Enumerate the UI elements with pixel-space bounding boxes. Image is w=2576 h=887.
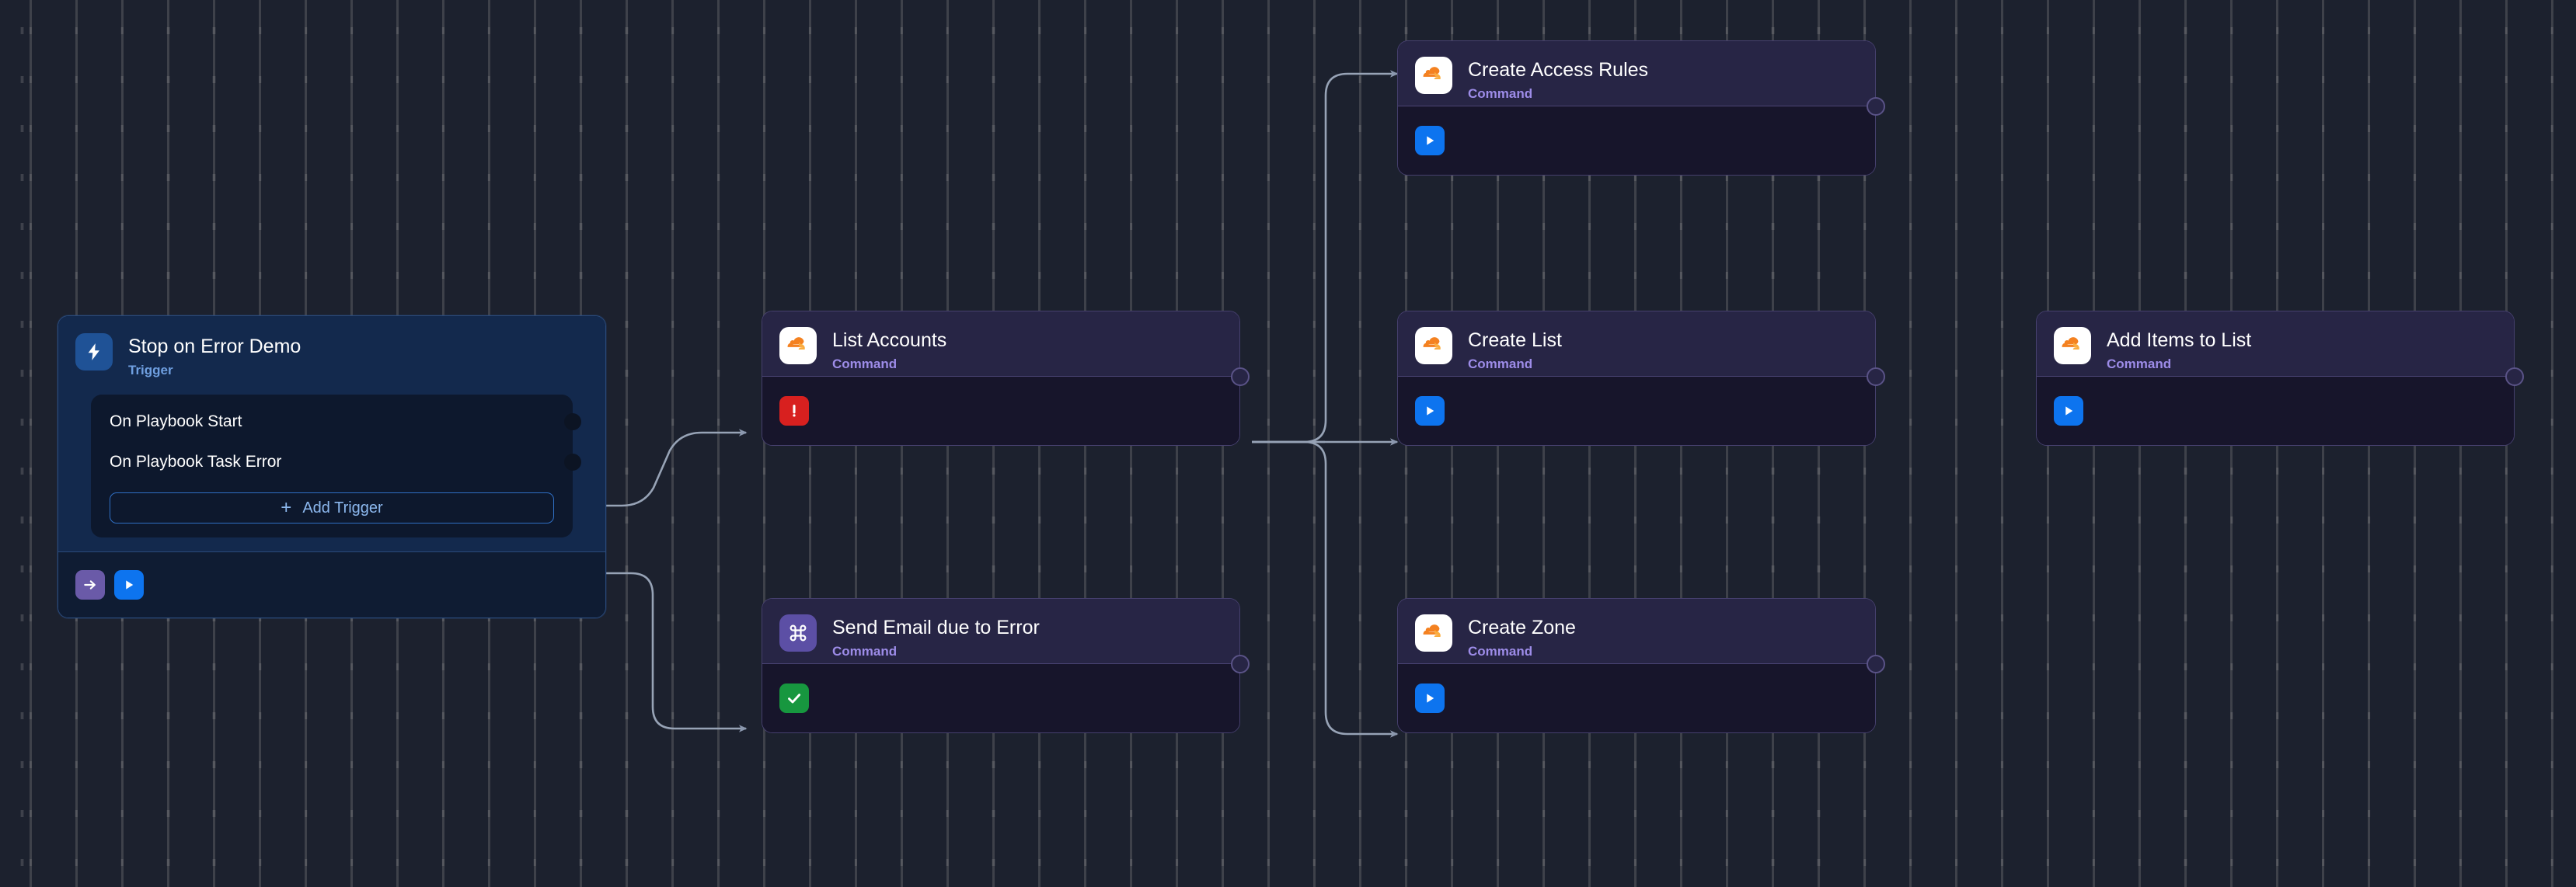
node-body	[2037, 377, 2514, 445]
cloudflare-icon	[1415, 327, 1452, 364]
node-title: Send Email due to Error	[832, 617, 1040, 638]
output-port[interactable]	[1231, 367, 1250, 386]
node-header: Create Zone Command	[1398, 599, 1875, 664]
node-subtitle: Command	[1468, 86, 1533, 101]
trigger-item-label: On Playbook Start	[110, 412, 242, 430]
edge-to-create-access-rules	[1252, 70, 1399, 444]
cloudflare-icon	[1415, 57, 1452, 94]
output-port[interactable]	[2505, 367, 2524, 386]
command-node-create-zone[interactable]: Create Zone Command	[1397, 598, 1885, 733]
trigger-node-header: Stop on Error Demo Trigger On Playbook S…	[58, 316, 605, 552]
node-header: Send Email due to Error Command	[762, 599, 1239, 664]
exclamation-icon[interactable]	[779, 396, 809, 426]
trigger-node-subtitle: Trigger	[128, 363, 173, 377]
node-title: Create Access Rules	[1468, 59, 1649, 81]
run-button[interactable]	[114, 570, 144, 600]
node-body	[1398, 106, 1875, 175]
node-subtitle: Command	[1468, 357, 1533, 371]
node-body	[762, 377, 1239, 445]
trigger-item-on-playbook-start[interactable]: On Playbook Start	[91, 405, 581, 438]
cloudflare-icon	[779, 327, 817, 364]
output-port[interactable]	[1867, 367, 1885, 386]
node-title: Create List	[1468, 329, 1562, 351]
plus-icon: +	[281, 497, 292, 518]
node-body	[1398, 377, 1875, 445]
node-header: Add Items to List Command	[2037, 311, 2514, 377]
play-icon[interactable]	[1415, 126, 1445, 155]
node-title: Add Items to List	[2107, 329, 2252, 351]
output-port-on-playbook-task-error[interactable]	[564, 454, 581, 471]
play-icon[interactable]	[1415, 684, 1445, 713]
step-button[interactable]	[75, 570, 105, 600]
trigger-node-stop-on-error-demo[interactable]: Stop on Error Demo Trigger On Playbook S…	[58, 315, 606, 618]
node-subtitle: Command	[1468, 644, 1533, 659]
node-title: List Accounts	[832, 329, 947, 351]
play-icon[interactable]	[2054, 396, 2083, 426]
lightning-bolt-icon	[75, 333, 113, 370]
command-node-create-access-rules[interactable]: Create Access Rules Command	[1397, 40, 1885, 176]
command-node-create-list[interactable]: Create List Command	[1397, 311, 1885, 446]
node-body	[1398, 664, 1875, 732]
node-title: Create Zone	[1468, 617, 1576, 638]
add-trigger-label: Add Trigger	[302, 499, 383, 517]
node-subtitle: Command	[832, 644, 898, 659]
output-port[interactable]	[1867, 97, 1885, 116]
node-subtitle: Command	[2107, 357, 2172, 371]
check-icon[interactable]	[779, 684, 809, 713]
command-node-list-accounts[interactable]: List Accounts Command	[762, 311, 1250, 446]
node-header: Create Access Rules Command	[1398, 41, 1875, 106]
trigger-item-label: On Playbook Task Error	[110, 453, 282, 471]
node-subtitle: Command	[832, 357, 898, 371]
trigger-item-on-playbook-task-error[interactable]: On Playbook Task Error	[91, 446, 581, 478]
node-header: Create List Command	[1398, 311, 1875, 377]
output-port-on-playbook-start[interactable]	[564, 413, 581, 430]
node-header: List Accounts Command	[762, 311, 1239, 377]
cloudflare-icon	[2054, 327, 2091, 364]
edge-to-create-zone	[1252, 440, 1399, 738]
trigger-node-footer	[58, 552, 605, 617]
play-icon[interactable]	[1415, 396, 1445, 426]
trigger-list-panel: On Playbook Start On Playbook Task Error…	[91, 395, 581, 537]
add-trigger-button[interactable]: + Add Trigger	[110, 492, 554, 524]
node-body	[762, 664, 1239, 732]
cloudflare-icon	[1415, 614, 1452, 652]
output-port[interactable]	[1231, 655, 1250, 673]
output-port[interactable]	[1867, 655, 1885, 673]
command-node-add-items-to-list[interactable]: Add Items to List Command	[2036, 311, 2524, 446]
trigger-node-title: Stop on Error Demo	[128, 336, 302, 357]
command-node-send-email-due-to-error[interactable]: Send Email due to Error Command	[762, 598, 1250, 733]
command-key-icon	[779, 614, 817, 652]
